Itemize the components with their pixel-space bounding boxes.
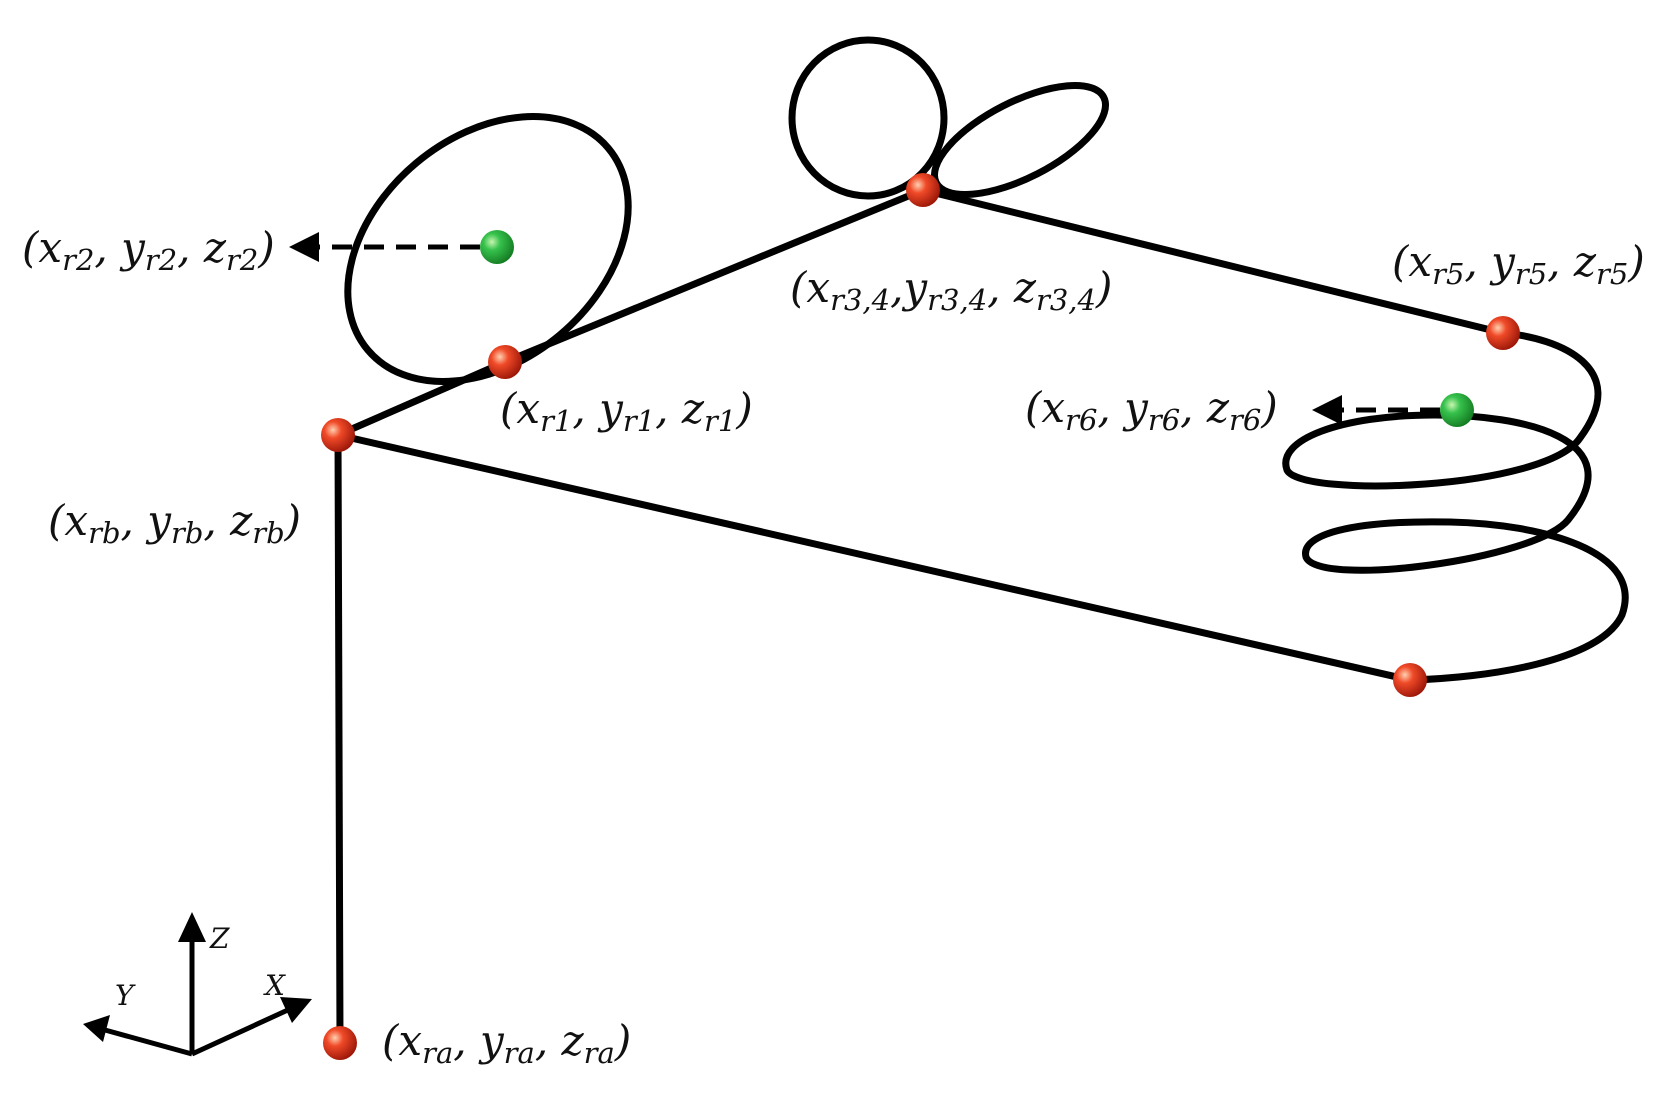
segment-ra-rb xyxy=(334,431,344,1047)
waypoint-r34 xyxy=(906,173,940,207)
y-axis-line xyxy=(104,1027,193,1057)
segment-r7-rb xyxy=(334,431,1414,684)
trajectory-path xyxy=(334,36,1629,1047)
z-axis-label: Z xyxy=(209,922,230,955)
loop-r34-circle xyxy=(788,36,948,200)
segment-rb-r1 xyxy=(334,358,509,439)
center-r2 xyxy=(480,230,514,264)
label-r6: (xr6, yr6, zr6) xyxy=(1025,383,1278,437)
center-arrow-r2 xyxy=(289,232,480,262)
waypoint-r5 xyxy=(1486,316,1520,350)
center-arrow-r6 xyxy=(1312,395,1440,425)
waypoint-rb xyxy=(321,418,355,452)
label-r1: (xr1, yr1, zr1) xyxy=(500,384,753,438)
waypoint-r7 xyxy=(1393,663,1427,697)
waypoint-ra xyxy=(323,1026,357,1060)
label-r5: (xr5, yr5, zr5) xyxy=(1392,237,1645,291)
arrowhead-r2 xyxy=(289,232,319,262)
x-axis-arrow-icon xyxy=(280,997,312,1023)
waypoints xyxy=(321,173,1520,1060)
y-axis-label: Y xyxy=(115,979,136,1012)
loop-r2-circle xyxy=(344,113,632,385)
coordinate-frame: Z X Y xyxy=(83,912,312,1057)
segment-r34-r5 xyxy=(919,186,1507,337)
waypoint-r1 xyxy=(488,345,522,379)
z-axis-arrow-icon xyxy=(178,912,206,942)
segment-r1-r34 xyxy=(501,186,927,366)
label-r2: (xr2, yr2, zr2) xyxy=(22,223,275,277)
x-axis-line xyxy=(190,1006,292,1057)
label-r34: (xr3,4,yr3,4, zr3,4) xyxy=(790,263,1112,317)
label-ra: (xra, yra, zra) xyxy=(382,1016,631,1070)
label-rb: (xrb, yrb, zrb) xyxy=(48,496,301,550)
helix-r6 xyxy=(1282,329,1629,684)
x-axis-label: X xyxy=(263,969,286,1002)
arrowhead-r6 xyxy=(1312,395,1342,425)
y-axis-arrow-icon xyxy=(83,1015,110,1042)
center-r6 xyxy=(1440,393,1474,427)
